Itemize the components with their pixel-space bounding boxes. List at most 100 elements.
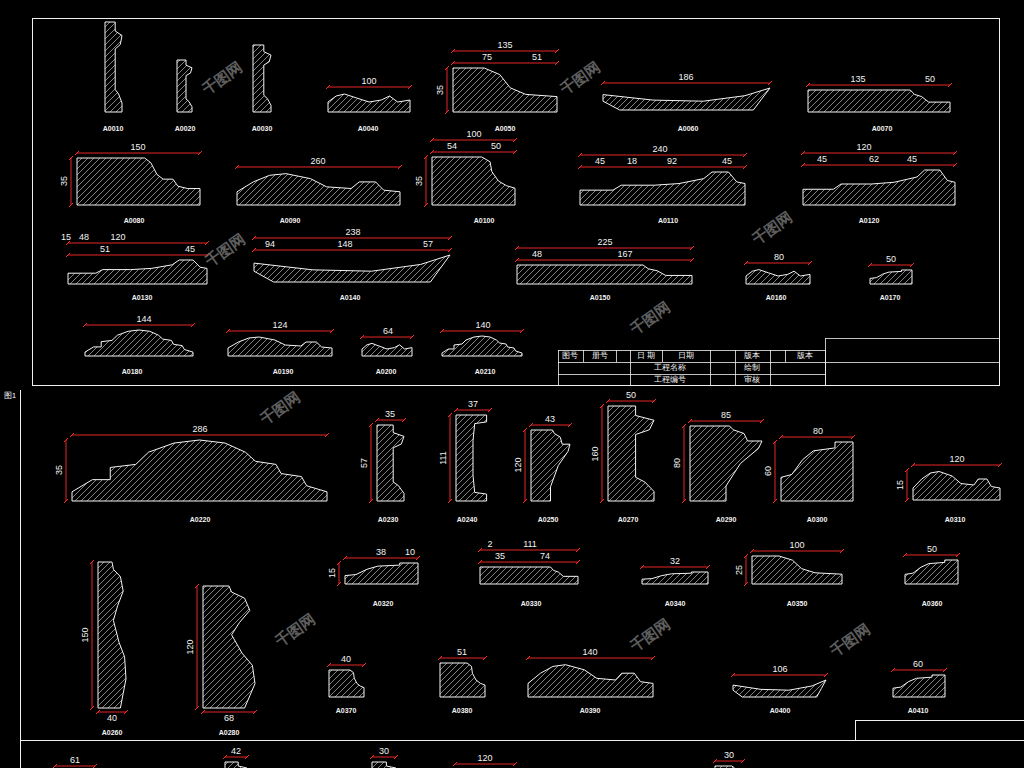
part-code: A0160 <box>766 294 787 301</box>
dimension-value: 286 <box>192 425 207 434</box>
part-code: A0200 <box>376 368 397 375</box>
part-code: A0220 <box>190 516 211 523</box>
dimension-tick <box>448 499 452 503</box>
dimension-value: 60 <box>764 466 773 476</box>
frame-border <box>856 721 1024 741</box>
part-code: A0110 <box>658 217 678 224</box>
title-block-cell: 日 期 <box>637 352 655 360</box>
dimension-tick <box>70 433 74 437</box>
dimension-line <box>195 584 199 710</box>
dimension-line <box>339 563 340 584</box>
dimension-tick <box>440 329 444 333</box>
part-code: A0140 <box>340 294 361 301</box>
dimension-tick <box>64 438 68 442</box>
dimension-tick <box>606 399 610 403</box>
dimension-tick <box>905 468 909 472</box>
dimension-line <box>453 51 557 52</box>
dimension-line <box>517 248 692 249</box>
moulding-profile <box>870 270 912 284</box>
dimension-value: 85 <box>721 411 731 420</box>
dimension-value: 240 <box>652 145 667 154</box>
dimension-tick <box>370 755 374 759</box>
dimension-tick <box>83 323 87 327</box>
dimension-tick <box>398 165 402 169</box>
dimension-tick <box>688 419 692 423</box>
dimension-value: 100 <box>466 130 481 139</box>
dimension-line <box>580 167 745 168</box>
dimension-value: 30 <box>724 751 734 760</box>
dimension-tick <box>905 498 909 502</box>
dimension-tick <box>750 549 754 553</box>
dimension-line <box>223 755 249 759</box>
dimension-value: 111 <box>439 451 448 465</box>
dimension-value: 225 <box>597 238 612 247</box>
dimension-line <box>731 673 828 677</box>
dimension-line <box>327 663 366 667</box>
watermark: 千图网 <box>257 389 302 427</box>
dimension-line <box>226 329 334 333</box>
moulding-profile <box>456 415 487 501</box>
dimension-value: 260 <box>310 157 325 166</box>
dimension-line <box>525 430 526 501</box>
dimension-line <box>715 761 743 762</box>
dimension-value: 150 <box>130 143 145 152</box>
dimension-line <box>891 668 947 672</box>
moulding-profile <box>85 330 193 356</box>
dimension-value: 35 <box>385 410 395 419</box>
dimension-line <box>580 155 745 156</box>
dimension-line <box>337 561 341 586</box>
part-code: A0100 <box>474 217 495 224</box>
watermark: 千图网 <box>272 611 317 649</box>
dimension-line <box>225 757 247 758</box>
watermark: 千图网 <box>749 209 794 247</box>
dimension-value: 80 <box>673 458 682 468</box>
dimension-tick <box>201 710 205 714</box>
dimension-tick <box>682 499 686 503</box>
dimension-value: 50 <box>491 142 501 151</box>
dimension-tick <box>424 203 428 207</box>
moulding-profile <box>362 343 412 356</box>
dimension-tick <box>327 663 331 667</box>
dimension-tick <box>410 335 414 339</box>
moulding-profile <box>803 170 955 205</box>
dimension-tick <box>69 203 73 207</box>
dimension-line <box>53 764 97 768</box>
dimension-tick <box>744 261 748 265</box>
dimension-tick <box>808 261 812 265</box>
dimension-tick <box>801 163 805 167</box>
dimension-value: 135 <box>497 41 512 50</box>
dimension-tick <box>953 151 957 155</box>
dimension-line <box>746 263 810 264</box>
dimension-value: 43 <box>545 415 555 424</box>
dimension-tick <box>483 656 487 660</box>
dimension-tick <box>252 236 256 240</box>
dimension-value: 238 <box>345 228 360 237</box>
moulding-profile <box>580 172 745 205</box>
dimension-value: 40 <box>107 714 117 723</box>
dimension-line <box>85 325 193 326</box>
dimension-tick <box>124 710 128 714</box>
dimension-line <box>893 670 945 671</box>
dimension-tick <box>773 499 777 503</box>
dimension-line <box>453 762 517 766</box>
dimension-value: 140 <box>475 321 490 330</box>
part-code: A0050 <box>495 125 516 132</box>
dimension-line <box>529 423 572 427</box>
dimension-value: 80 <box>774 253 784 262</box>
dimension-line <box>203 712 255 713</box>
dimension-line <box>600 404 604 503</box>
dimension-value: 45 <box>595 157 605 166</box>
dimension-tick <box>394 755 398 759</box>
dimension-tick <box>337 561 341 565</box>
dimension-tick <box>337 582 341 586</box>
dimension-line <box>92 562 93 708</box>
moulding-profile <box>608 406 654 501</box>
moulding-profile <box>442 336 522 356</box>
dimension-line <box>237 167 400 168</box>
part-code: A0370 <box>336 707 357 714</box>
moulding-profile <box>372 762 396 768</box>
dimension-tick <box>438 656 442 660</box>
table-line <box>616 350 617 362</box>
